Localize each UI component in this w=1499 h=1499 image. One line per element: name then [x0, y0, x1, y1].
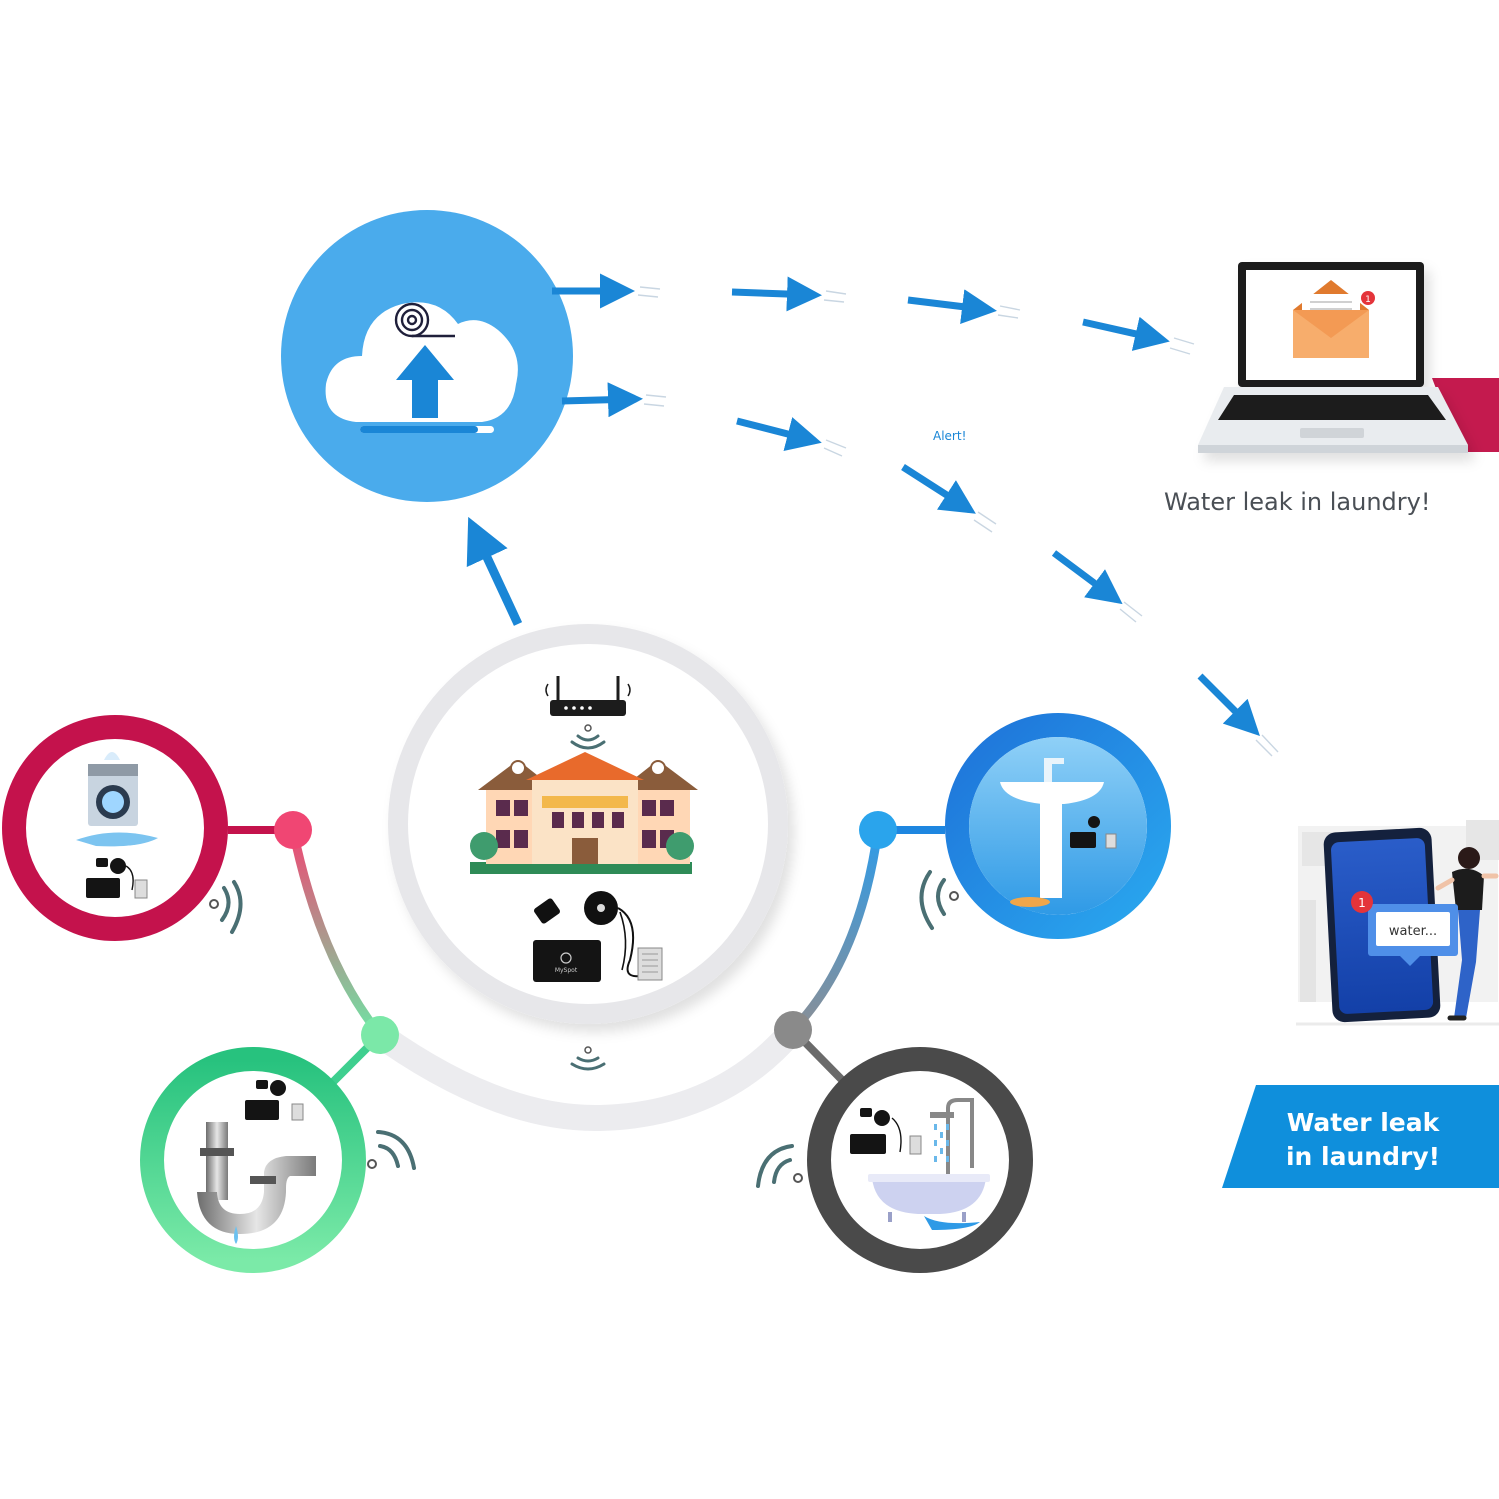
pipe-junction-node — [361, 1016, 399, 1054]
sink-wifi-icon — [919, 870, 959, 930]
sink-sensor-icon — [1070, 816, 1117, 849]
phone-node: water... 1 — [1296, 820, 1499, 1026]
bath-node — [756, 1047, 1033, 1273]
laundry-junction-node — [274, 811, 312, 849]
envelope-icon: 1 — [1293, 280, 1375, 358]
sink-junction-node — [859, 811, 897, 849]
bathtub-shower-icon — [868, 1098, 990, 1230]
hub-brand: MySpot — [555, 967, 578, 974]
phone-notification: water... 1 — [1351, 891, 1458, 966]
bath-wifi-icon — [756, 1144, 803, 1188]
leak-sensor-icon: MySpot — [533, 891, 663, 982]
laptop-node: 1 — [1198, 262, 1499, 453]
banner-line-2: in laundry! — [1286, 1142, 1440, 1171]
hub-node: MySpot — [388, 624, 788, 1071]
pipe-node — [140, 1047, 416, 1273]
wifi-signal-icon — [570, 724, 606, 750]
laptop-message: Water leak in laundry! — [1164, 488, 1430, 516]
cloud-upload-icon — [325, 302, 518, 433]
banner-line-1: Water leak — [1287, 1108, 1441, 1137]
house-icon — [470, 752, 698, 874]
hub-wifi-bottom-icon — [570, 1046, 606, 1071]
washing-machine-icon — [76, 752, 158, 847]
notification-arrows — [552, 273, 1260, 736]
speed-lines — [637, 286, 1279, 757]
alert-banner: Water leak in laundry! — [1222, 1085, 1499, 1188]
phone-bubble-text: water... — [1389, 924, 1437, 939]
hub-to-cloud-arrow — [466, 516, 523, 626]
laundry-node — [2, 715, 243, 941]
bath-sensor-icon — [850, 1108, 922, 1155]
laundry-sensor-icon — [86, 858, 148, 899]
bath-junction-node — [774, 1011, 812, 1049]
pipe-wifi-icon — [367, 1130, 416, 1170]
sink-node — [919, 713, 1171, 939]
cloud-node — [281, 210, 573, 502]
pipe-sensor-icon — [245, 1080, 304, 1121]
pipe-leak-icon — [197, 1122, 316, 1244]
alert-label: Alert! — [933, 429, 966, 443]
laptop-badge: 1 — [1365, 295, 1371, 305]
sink-icon — [1000, 758, 1104, 907]
person-icon — [1435, 847, 1499, 1021]
laundry-wifi-icon — [209, 880, 243, 934]
router-icon — [545, 676, 631, 716]
phone-badge: 1 — [1358, 896, 1366, 910]
